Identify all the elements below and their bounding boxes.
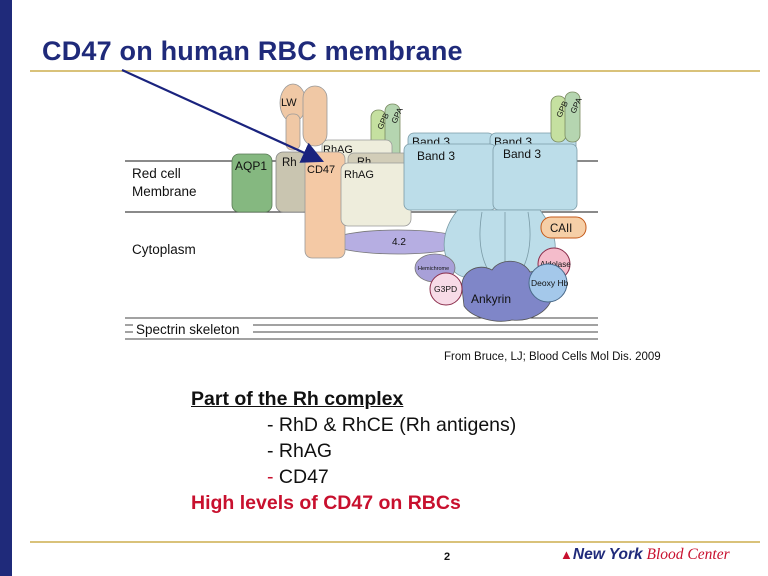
title-divider (30, 70, 760, 72)
bullet-heading: Part of the Rh complex (191, 388, 404, 410)
gpa-right (564, 91, 581, 143)
nybc-logo: ▲New York Blood Center (560, 546, 730, 564)
protein-caii (540, 216, 587, 239)
protein-lw-label: LW (281, 97, 297, 109)
logo-brand-bold: New York (572, 546, 643, 563)
bullet-highlight: High levels of CD47 on RBCs (191, 492, 461, 514)
band3-front-left-label: Band 3 (417, 149, 455, 163)
protein-caii-label: CAII (550, 223, 572, 235)
footer-divider (30, 541, 760, 543)
band3-front-right-label: Band 3 (503, 147, 541, 161)
protein-aqp1 (231, 153, 273, 213)
spectrin-label-bg (133, 322, 253, 336)
protein-rhag-label: RhAG (344, 169, 374, 181)
protein-ankyrin-label: Ankyrin (471, 292, 511, 306)
protein-g3pd-label: G3PD (434, 284, 457, 294)
citation: From Bruce, LJ; Blood Cells Mol Dis. 200… (444, 351, 661, 363)
triangle-logo-icon: ▲ (560, 547, 573, 562)
protein-aldolase-label: Aldolase (540, 260, 571, 269)
bullet-item-rh-antigens: - RhD & RhCE (Rh antigens) (267, 414, 517, 436)
bullet-item-rhag: - RhAG (267, 440, 333, 462)
cd47-dash: - (267, 466, 274, 488)
logo-brand-rest: Blood Center (642, 546, 730, 563)
protein-aqp1-label: AQP1 (235, 159, 267, 173)
protein-deoxy-hb-label: Deoxy Hb (531, 278, 569, 288)
protein-4.2-label: 4.2 (392, 237, 406, 248)
protein-deoxy-hb (528, 263, 568, 303)
cd47-text: CD47 (273, 466, 329, 488)
cd47-pointer-arrow (121, 68, 325, 163)
protein-lw-body (302, 85, 328, 147)
bullet-item-cd47: - CD47 (191, 464, 516, 490)
protein-g3pd (429, 272, 463, 306)
left-accent-bar (0, 0, 12, 576)
protein-cd47-label: CD47 (307, 164, 335, 176)
slide-title: CD47 on human RBC membrane (42, 36, 463, 66)
cytoplasm-label: Cytoplasm (132, 242, 196, 257)
page-number: 2 (444, 551, 451, 563)
protein-lw-stalk (285, 113, 301, 151)
protein-rh-label: Rh (282, 157, 297, 169)
membrane-label: Red cell Membrane (132, 166, 197, 199)
spectrin-label: Spectrin skeleton (136, 322, 240, 337)
bullet-list: Part of the Rh complex - RhD & RhCE (Rh … (191, 386, 516, 516)
protein-hemichrome-label: Hemichrome (418, 266, 449, 272)
